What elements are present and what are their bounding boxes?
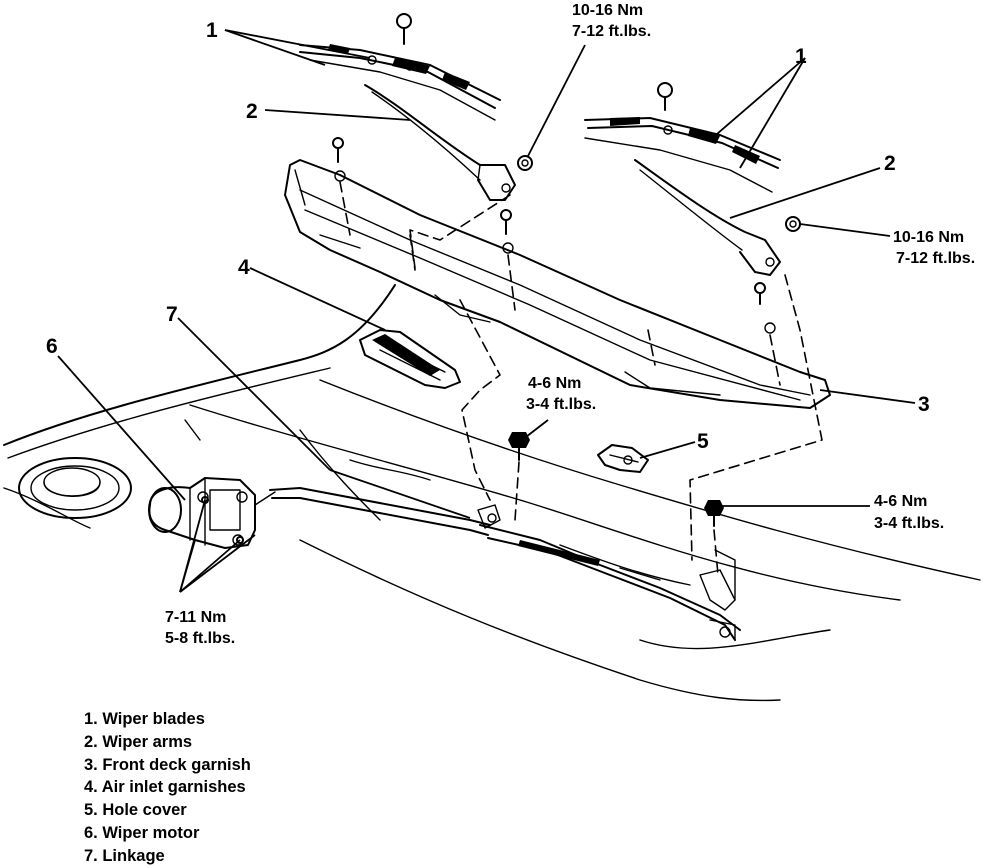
torque-linkage-right-ftlb: 3-4 ft.lbs.	[874, 515, 944, 532]
screw-garnish-left	[332, 137, 346, 182]
callout-wiper-blades-left: 1	[206, 19, 218, 42]
screw-garnish-center	[500, 209, 514, 254]
callout-wiper-motor: 6	[46, 335, 58, 358]
vehicle-body-outline	[3, 284, 981, 702]
legend-item: 4. Air inlet garnishes	[84, 778, 246, 797]
hole-cover	[597, 444, 649, 473]
wiper-linkage	[269, 487, 741, 641]
callout-front-deck-garnish: 3	[918, 393, 930, 416]
fasteners	[201, 13, 801, 544]
air-inlet-garnish	[359, 329, 461, 389]
nut-arm-left	[517, 155, 533, 171]
parts-legend: 1. Wiper blades 2. Wiper arms 3. Front d…	[84, 708, 251, 868]
legend-item: 3. Front deck garnish	[84, 755, 251, 774]
legend-item: 6. Wiper motor	[84, 823, 200, 842]
screw-garnish-right	[754, 282, 776, 334]
callout-wiper-arm-left: 2	[246, 100, 258, 123]
torque-arm-left-nm: 10-16 Nm	[572, 2, 643, 19]
bolt-linkage-right	[704, 500, 724, 527]
callout-linkage: 7	[166, 303, 178, 326]
wiper-blade-right	[584, 117, 781, 193]
wiper-arm-right	[634, 159, 781, 276]
callout-numbers: 1 2 1 2 3 4 5 6 7	[46, 19, 930, 453]
screw-blade-right	[657, 82, 673, 111]
wiper-arm-left	[364, 84, 516, 201]
wiper-motor	[148, 477, 276, 549]
torque-motor-nm: 7-11 Nm	[165, 609, 226, 626]
torque-motor-ftlb: 5-8 ft.lbs.	[165, 630, 235, 647]
legend-item: 1. Wiper blades	[84, 710, 205, 728]
strut-tower	[18, 457, 132, 519]
bolt-linkage-center	[508, 432, 530, 461]
callout-air-inlet-garnish: 4	[238, 256, 250, 279]
screw-blade-left	[396, 13, 412, 45]
nut-arm-right	[785, 216, 801, 232]
torque-linkage-right-nm: 4-6 Nm	[874, 493, 927, 510]
assembly-dash-lines	[339, 181, 823, 576]
torque-specs: 10-16 Nm 7-12 ft.lbs. 10-16 Nm 7-12 ft.l…	[165, 2, 975, 647]
torque-arm-left-ftlb: 7-12 ft.lbs.	[572, 23, 651, 40]
legend-item: 2. Wiper arms	[84, 732, 193, 751]
callout-wiper-blades-right: 1	[795, 45, 807, 68]
torque-linkage-center-nm: 4-6 Nm	[528, 375, 581, 392]
torque-arm-right-nm: 10-16 Nm	[893, 229, 964, 246]
torque-linkage-center-ftlb: 3-4 ft.lbs.	[526, 396, 596, 413]
legend-item: 5. Hole cover	[84, 801, 187, 820]
torque-arm-right-ftlb: 7-12 ft.lbs.	[896, 250, 975, 267]
callout-hole-cover: 5	[697, 430, 709, 453]
leader-lines	[57, 29, 916, 593]
bolt-motor	[201, 496, 244, 544]
front-deck-garnish	[284, 159, 831, 409]
callout-wiper-arm-right: 2	[884, 152, 896, 175]
legend-item: 7. Linkage	[84, 846, 165, 865]
wiper-blade-left	[299, 44, 501, 121]
